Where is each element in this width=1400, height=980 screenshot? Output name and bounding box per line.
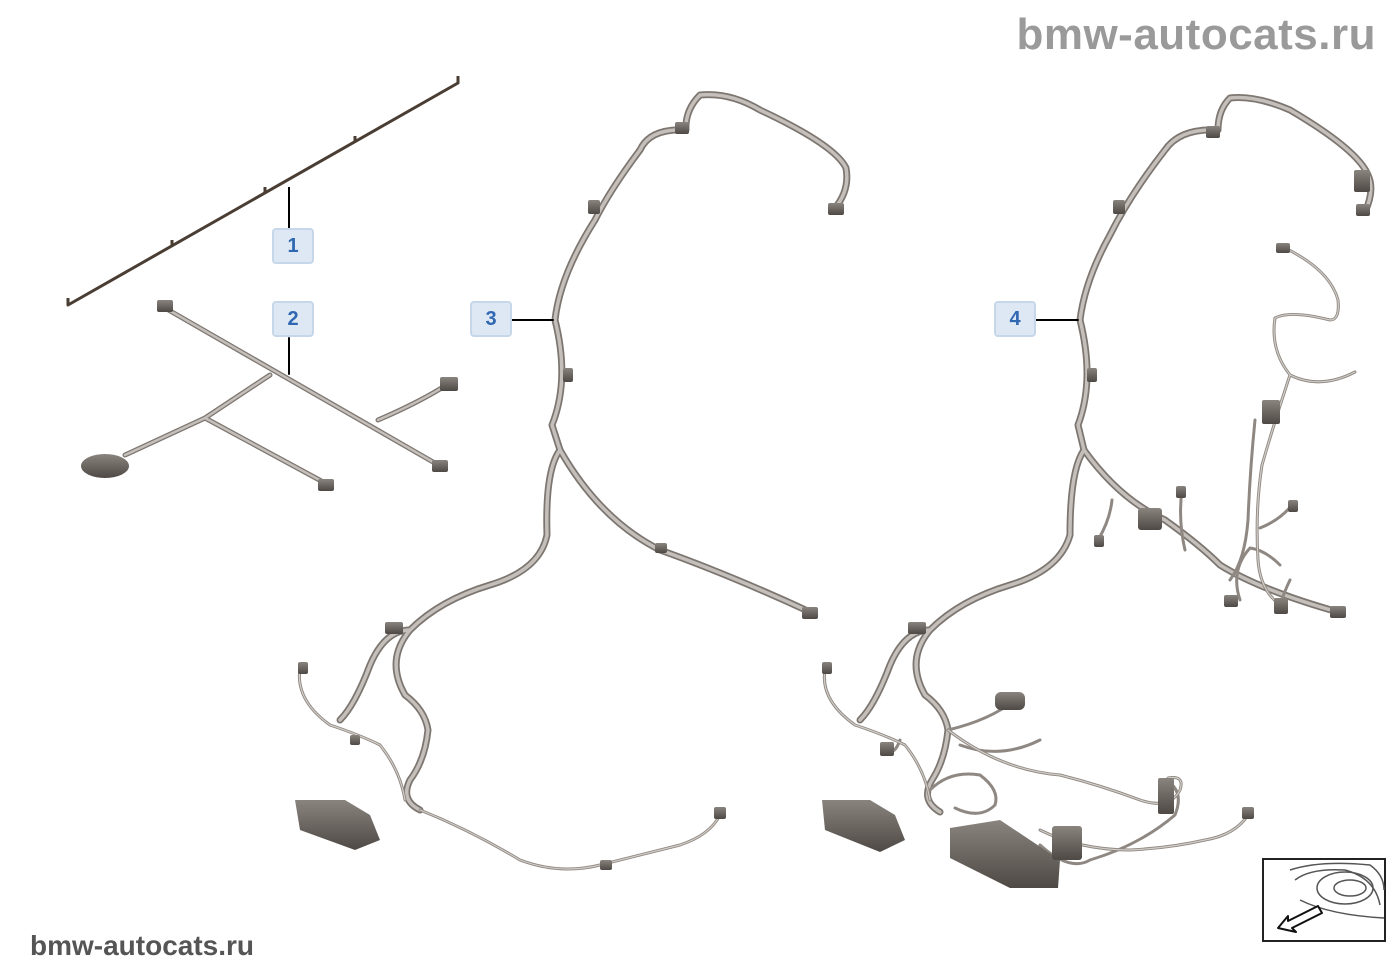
callout-3[interactable]: 3 (470, 301, 512, 337)
part-2-harness (81, 300, 458, 491)
vehicle-front-locator-icon (1262, 858, 1386, 942)
watermark-bottom: bmw-autocats.ru (30, 930, 255, 961)
part-3-harness (295, 91, 851, 871)
callout-1[interactable]: 1 (272, 228, 314, 264)
callout-2[interactable]: 2 (272, 301, 314, 337)
part-4-harness (822, 94, 1375, 888)
part-1-strip (66, 76, 460, 307)
watermark-top: bmw-autocats.ru (1016, 10, 1376, 59)
callout-4[interactable]: 4 (994, 301, 1036, 337)
